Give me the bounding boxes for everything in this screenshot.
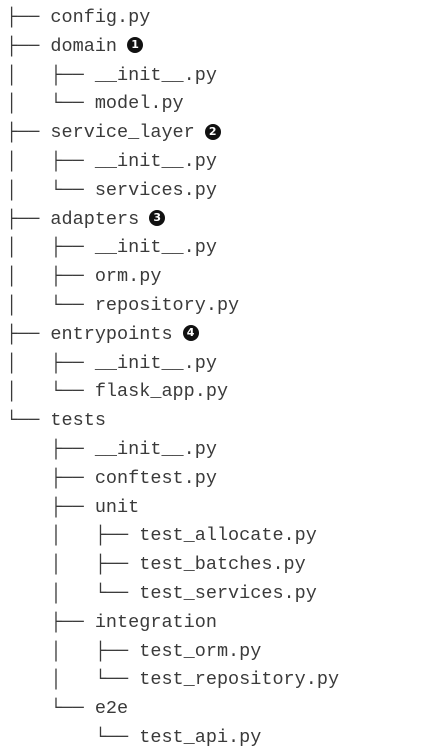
callout-number-badge: 3 <box>149 209 166 226</box>
tree-branch-connector: │ └── <box>6 582 140 604</box>
tree-file-row: │ └── test_services.py <box>6 580 339 609</box>
callout-number-badge: 1 <box>127 37 144 54</box>
tree-branch-connector: │ ├── <box>6 352 95 374</box>
tree-branch-connector: ├── <box>6 611 95 633</box>
tree-branch-connector: │ └── <box>6 93 95 115</box>
tree-file-row: │ ├── test_batches.py <box>6 551 339 580</box>
file-name: repository.py <box>94 294 240 316</box>
file-name: conftest.py <box>94 467 217 489</box>
tree-branch-connector: ├── <box>6 438 95 460</box>
tree-file-row: │ ├── orm.py <box>6 263 339 292</box>
file-name: test_allocate.py <box>139 525 317 547</box>
tree-file-row: │ ├── __init__.py <box>6 148 339 177</box>
tree-file-row: │ ├── test_orm.py <box>6 638 339 667</box>
folder-name: tests <box>50 410 106 432</box>
file-name: test_orm.py <box>139 640 262 662</box>
folder-name: domain <box>50 35 118 57</box>
tree-branch-connector: ├── <box>6 323 51 345</box>
tree-branch-connector: ├── <box>6 122 51 144</box>
callout-number-badge: 2 <box>204 123 221 140</box>
file-name: test_batches.py <box>139 554 306 576</box>
tree-folder-row: ├── service_layer 2 <box>6 119 339 148</box>
file-name: test_api.py <box>139 726 262 748</box>
tree-file-row: ├── conftest.py <box>6 465 339 494</box>
file-name: test_repository.py <box>139 669 340 691</box>
file-name: __init__.py <box>94 438 217 460</box>
tree-branch-connector: │ ├── <box>6 640 140 662</box>
tree-branch-connector: ├── <box>6 7 51 28</box>
tree-branch-connector: ├── <box>6 208 51 230</box>
tree-branch-connector: │ ├── <box>6 64 95 86</box>
tree-branch-connector: │ ├── <box>6 554 140 576</box>
tree-branch-connector: ├── <box>6 467 95 489</box>
tree-file-row: │ ├── __init__.py <box>6 234 339 263</box>
tree-branch-connector: │ ├── <box>6 237 95 259</box>
tree-folder-row: ├── domain 1 <box>6 33 339 62</box>
file-name: services.py <box>94 179 217 201</box>
tree-branch-connector: │ └── <box>6 294 95 316</box>
folder-name: entrypoints <box>50 323 173 345</box>
tree-folder-row: ├── entrypoints 4 <box>6 321 339 350</box>
file-name: __init__.py <box>94 64 217 86</box>
file-name: model.py <box>94 93 184 115</box>
folder-name: e2e <box>94 698 129 720</box>
folder-name: service_layer <box>50 122 195 144</box>
tree-file-row: │ └── repository.py <box>6 292 339 321</box>
file-name: orm.py <box>94 266 162 288</box>
tree-file-row: │ └── flask_app.py <box>6 378 339 407</box>
tree-file-row: └── test_api.py <box>6 724 339 753</box>
file-name: flask_app.py <box>94 381 229 403</box>
tree-branch-connector: └── <box>6 698 95 720</box>
tree-file-row: │ ├── __init__.py <box>6 350 339 379</box>
tree-branch-connector: │ ├── <box>6 266 95 288</box>
tree-folder-row: ├── integration <box>6 609 339 638</box>
tree-branch-connector: ├── <box>6 35 51 57</box>
folder-name: integration <box>94 611 217 633</box>
tree-folder-row: ├── adapters 3 <box>6 206 339 235</box>
file-name: test_services.py <box>139 582 317 604</box>
file-name: __init__.py <box>94 352 217 374</box>
tree-file-row: │ ├── test_allocate.py <box>6 522 339 551</box>
callout-number-badge: 4 <box>182 325 199 342</box>
tree-file-row: │ └── services.py <box>6 177 339 206</box>
tree-folder-row: └── e2e <box>6 695 339 724</box>
tree-branch-connector: │ ├── <box>6 525 140 547</box>
file-name: __init__.py <box>94 150 217 172</box>
tree-branch-connector: │ ├── <box>6 150 95 172</box>
tree-file-row: ├── __init__.py <box>6 436 339 465</box>
tree-folder-row: ├── unit <box>6 494 339 523</box>
tree-branch-connector: ├── <box>6 496 95 518</box>
tree-branch-connector: │ └── <box>6 179 95 201</box>
tree-branch-connector: └── <box>6 410 51 432</box>
file-name: config.py <box>50 7 151 28</box>
file-name: __init__.py <box>94 237 217 259</box>
folder-name: adapters <box>50 208 140 230</box>
tree-folder-row: └── tests <box>6 407 339 436</box>
tree-file-row: │ └── test_repository.py <box>6 666 339 695</box>
tree-branch-connector: │ └── <box>6 381 95 403</box>
folder-name: unit <box>94 496 140 518</box>
tree-file-row: ├── config.py <box>6 4 339 33</box>
tree-file-row: │ ├── __init__.py <box>6 62 339 91</box>
tree-branch-connector: └── <box>6 726 140 748</box>
tree-branch-connector: │ └── <box>6 669 140 691</box>
tree-file-row: │ └── model.py <box>6 90 339 119</box>
